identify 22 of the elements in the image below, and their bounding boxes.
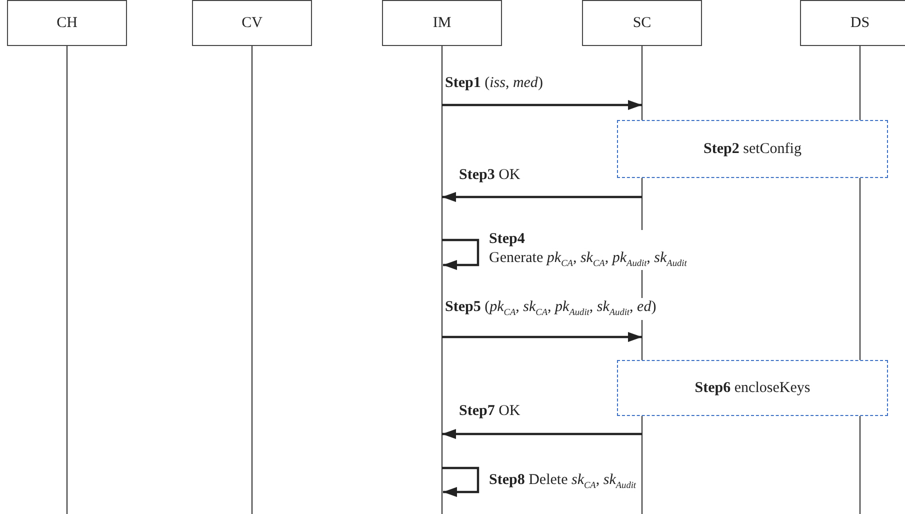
arrow <box>442 332 642 342</box>
participant-name: CV <box>242 14 262 32</box>
edge-label: Step4 Generate pk$_{CA}$, sk$_{CA}$, pk$_{Audit}$, sk$_{Audit}$ <box>488 230 688 270</box>
process-box <box>617 120 888 178</box>
edge-label: Step1 (iss, med) <box>444 74 544 93</box>
arrow <box>442 466 480 497</box>
arrow <box>442 100 642 110</box>
participant-name: CH <box>56 14 78 32</box>
edge-label: Step7 OK <box>458 402 522 421</box>
arrow <box>442 429 642 439</box>
arrow <box>442 192 642 202</box>
step-label: Step6 encloseKeys <box>694 380 810 396</box>
edge-label: Step5 (pk$_{CA}$, sk$_{CA}$, pk$_{Audit}$, sk$_{Audit}$, ed) <box>444 298 658 320</box>
participant-name: IM <box>432 14 452 32</box>
edge-label: Step3 OK <box>458 166 522 185</box>
arrow <box>442 238 480 270</box>
participant-name: DS <box>850 14 870 32</box>
participant-name: SC <box>632 14 652 32</box>
participant-lifeline <box>7 0 127 514</box>
step-label: Step2 setConfig <box>704 140 802 158</box>
participant-lifeline <box>192 0 312 514</box>
process-box <box>617 360 888 416</box>
